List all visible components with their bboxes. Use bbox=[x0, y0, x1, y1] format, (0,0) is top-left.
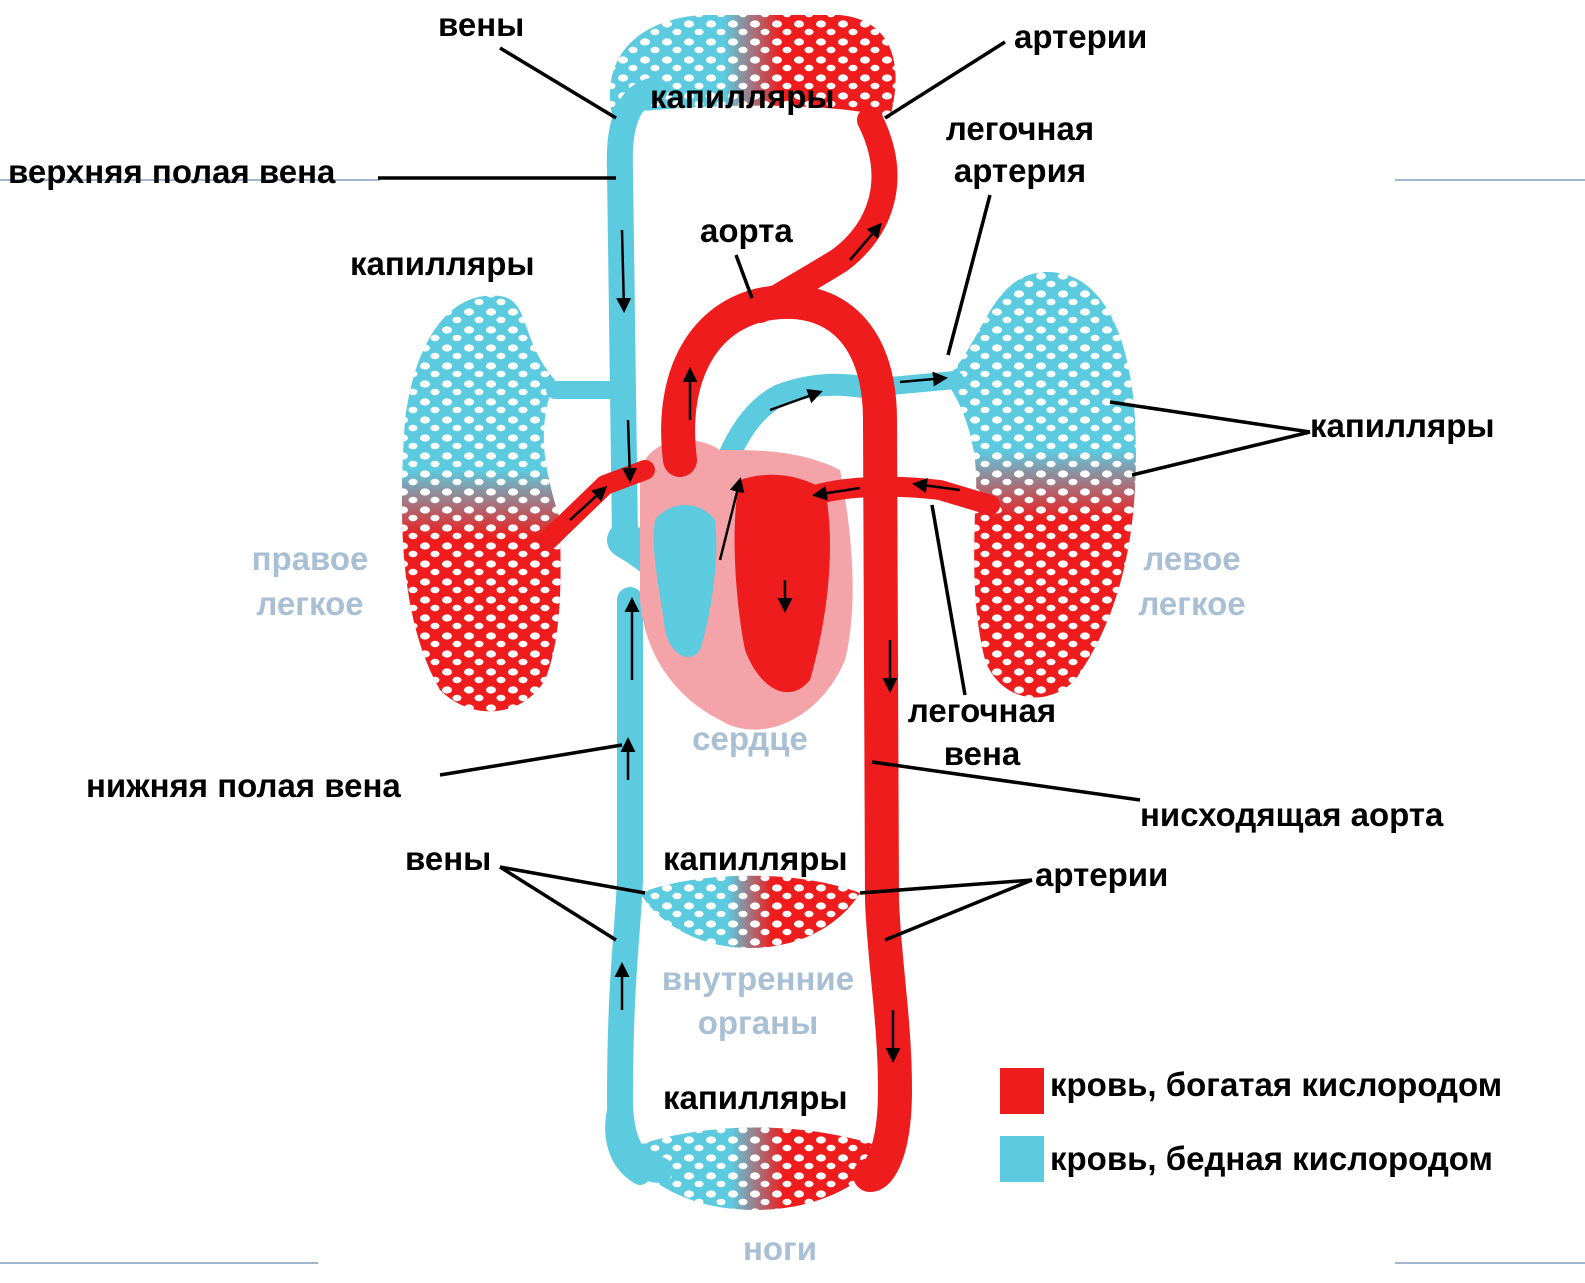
label-capillaries-left-lung: капилляры bbox=[1310, 407, 1495, 444]
label-pulmonary-artery-2: артерия bbox=[954, 152, 1086, 189]
label-right-lung-2: легкое bbox=[256, 585, 363, 622]
label-arteries-bottom: артерии bbox=[1035, 856, 1168, 893]
label-legs: ноги bbox=[743, 1230, 817, 1267]
label-internal-organs-1: внутренние bbox=[662, 960, 854, 997]
label-heart: сердце bbox=[692, 720, 808, 757]
label-pulmonary-vein-2: вена bbox=[944, 735, 1021, 772]
label-right-lung-1: правое bbox=[252, 540, 369, 577]
label-veins-top: вены bbox=[438, 6, 524, 43]
left-lung bbox=[945, 272, 1136, 697]
label-arteries-top: артерии bbox=[1014, 18, 1147, 55]
label-internal-organs-2: органы bbox=[698, 1004, 819, 1041]
label-capillaries-top: капилляры bbox=[650, 78, 835, 115]
label-descending-aorta: нисходящая аорта bbox=[1140, 796, 1444, 833]
legend-swatch-oxygen-poor bbox=[1000, 1136, 1044, 1182]
legend: кровь, богатая кислородом кровь, бедная … bbox=[1000, 1066, 1502, 1182]
label-inferior-vena-cava: нижняя полая вена bbox=[86, 767, 401, 804]
label-capillaries-organs: капилляры bbox=[663, 840, 848, 877]
label-capillaries-right-lung: капилляры bbox=[350, 245, 535, 282]
legend-label-oxygen-poor: кровь, бедная кислородом bbox=[1050, 1140, 1493, 1177]
legend-label-oxygen-rich: кровь, богатая кислородом bbox=[1050, 1066, 1502, 1103]
right-lung bbox=[402, 296, 561, 712]
organ-capillary-bed bbox=[640, 876, 860, 948]
legend-swatch-oxygen-rich bbox=[1000, 1068, 1044, 1114]
label-capillaries-legs: капилляры bbox=[663, 1079, 848, 1116]
label-pulmonary-vein-1: легочная bbox=[908, 692, 1056, 729]
label-left-lung-1: левое bbox=[1143, 540, 1240, 577]
label-pulmonary-artery-1: легочная bbox=[946, 110, 1094, 147]
label-superior-vena-cava: верхняя полая вена bbox=[8, 153, 336, 190]
label-left-lung-2: легкое bbox=[1138, 585, 1245, 622]
label-veins-bottom: вены bbox=[405, 840, 491, 877]
label-aorta: аорта bbox=[700, 212, 793, 249]
